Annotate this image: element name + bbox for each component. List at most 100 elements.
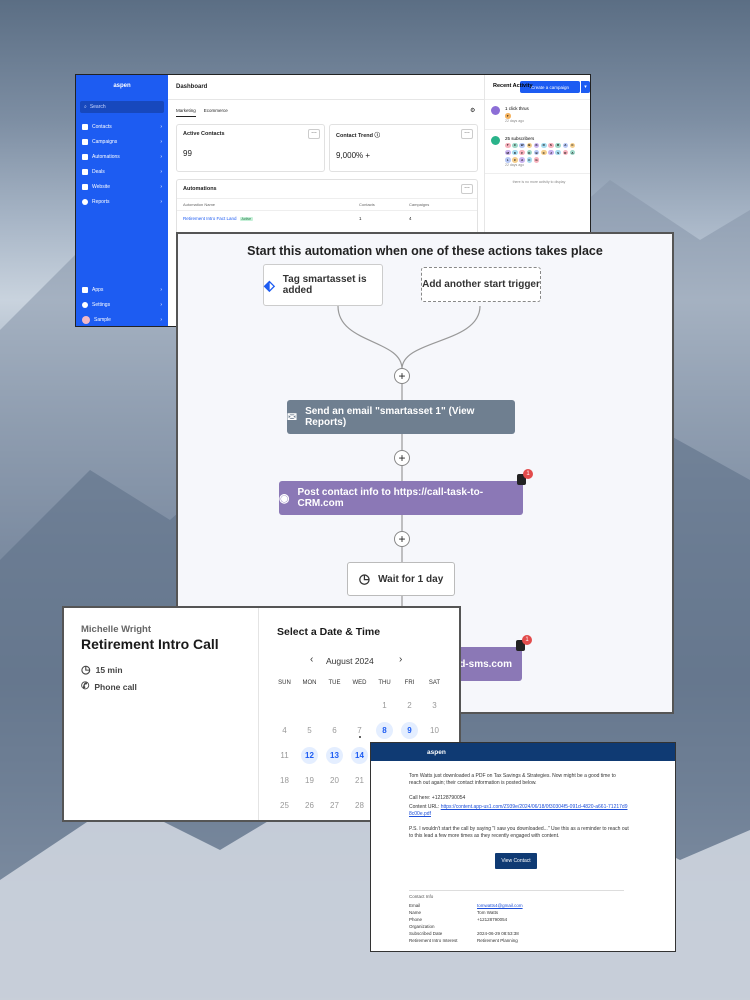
sidebar: aspen ⌕ Search Contacts› Campaigns› Auto… (76, 75, 168, 326)
unavailable-day: 11 (280, 751, 289, 760)
location-label: Phone call (94, 681, 137, 692)
letter-avatar: S (548, 142, 554, 149)
webhook-step[interactable]: ◉ Post contact info to https://call-task… (279, 481, 523, 515)
nav-label: Sample (94, 316, 111, 323)
contacts-count: 1 (359, 216, 362, 221)
letter-avatar: A (519, 156, 525, 163)
sidebar-item-campaigns[interactable]: Campaigns› (76, 134, 168, 149)
available-day[interactable]: 13 (326, 747, 343, 764)
available-day[interactable]: 12 (301, 747, 318, 764)
activity-time: 22 days ago (505, 162, 525, 167)
contact-trend-value: 9,000% + (336, 151, 371, 160)
empty-day (326, 697, 343, 714)
letter-avatar: C (512, 142, 518, 149)
sidebar-item-settings[interactable]: Settings› (76, 297, 168, 312)
notes-badge[interactable]: 1 (517, 469, 533, 488)
add-start-trigger-button[interactable]: Add another start trigger (421, 267, 541, 302)
sidebar-item-contacts[interactable]: Contacts › (76, 119, 168, 134)
sidebar-item-deals[interactable]: Deals› (76, 164, 168, 179)
letter-avatar: K (526, 149, 533, 156)
automation-name-link[interactable]: Retirement Intro Fact Land (183, 216, 237, 221)
add-step-button[interactable]: + (394, 368, 410, 384)
email-notification: aspen Tom Watts just downloaded a PDF on… (370, 742, 676, 952)
letter-avatar: J (548, 149, 554, 156)
tab-ecommerce[interactable]: Ecommerce (203, 108, 228, 113)
chevron-down-icon[interactable]: ▾ (581, 81, 590, 93)
unavailable-day: 2 (407, 701, 412, 710)
gear-icon[interactable]: ⚙ (470, 108, 476, 114)
activity-item[interactable]: 1 click thrus T 22 days ago (485, 99, 590, 129)
unavailable-day: 21 (355, 776, 364, 785)
apps-icon (82, 286, 88, 293)
chevron-right-icon: › (160, 123, 162, 130)
website-icon (82, 183, 88, 190)
envelope-icon: ✉ (287, 410, 298, 424)
duration-label: 15 min (95, 664, 123, 675)
next-month-button[interactable]: › (399, 654, 403, 665)
weekday-header: TUE (328, 680, 341, 686)
trigger-node[interactable]: ⬖ Tag smartasset is added (263, 264, 383, 306)
active-contacts-value: 99 (183, 149, 192, 158)
sidebar-item-reports[interactable]: Reports› (76, 194, 168, 209)
letter-avatar: D (512, 149, 518, 156)
wait-step[interactable]: ◷ Wait for 1 day (347, 562, 455, 596)
more-options-icon[interactable]: … (308, 129, 320, 139)
unavailable-day: 27 (330, 801, 339, 810)
add-step-button[interactable]: + (394, 450, 410, 466)
card-title: Automations (183, 186, 217, 192)
clock-icon: ◷ (81, 664, 91, 676)
search-input[interactable]: ⌕ Search (80, 101, 164, 113)
unavailable-day: 4 (282, 726, 287, 735)
nav-label: Website (92, 183, 110, 190)
sidebar-item-website[interactable]: Website› (76, 179, 168, 194)
automation-heading: Start this automation when one of these … (247, 244, 603, 258)
unavailable-day: 6 (332, 726, 337, 735)
location: ✆Phone call (81, 681, 137, 692)
page-title: Dashboard (168, 75, 484, 100)
create-campaign-button[interactable]: Create a campaign (520, 81, 580, 93)
table-row[interactable]: Retirement Intro Fact Land Active 1 4 (177, 210, 477, 226)
available-day[interactable]: 8 (376, 722, 393, 739)
unavailable-day: 3 (432, 701, 437, 710)
weekday-header: THU (378, 680, 391, 686)
unavailable-day: 26 (305, 801, 314, 810)
sidebar-item-automations[interactable]: Automations› (76, 149, 168, 164)
available-day[interactable]: 9 (401, 722, 418, 739)
nav-label: Contacts (92, 123, 112, 130)
gear-icon (82, 301, 88, 308)
envelope-icon (491, 135, 500, 145)
letter-avatar: S (555, 149, 561, 156)
nav-label: Settings (92, 301, 111, 308)
more-options-icon[interactable]: … (461, 129, 473, 139)
tab-marketing[interactable]: Marketing (176, 108, 196, 117)
nav-label: Apps (92, 286, 104, 293)
letter-avatar: T (505, 142, 511, 149)
contact-info-title: Contact Info (409, 894, 434, 899)
send-email-step[interactable]: ✉ Send an email "smartasset 1" (View Rep… (287, 400, 515, 434)
card-title: Contact Trend (336, 133, 373, 139)
notes-badge[interactable]: 1 (516, 635, 532, 654)
click-icon (491, 106, 500, 115)
unavailable-day: 10 (430, 726, 439, 735)
email-ps: P.S. I wouldn't start the call by saying… (409, 826, 629, 839)
month-label: August 2024 (326, 656, 374, 666)
chevron-right-icon: › (160, 286, 162, 293)
sidebar-item-account[interactable]: Sample› (76, 312, 168, 326)
unavailable-day: 20 (330, 776, 339, 785)
email-link[interactable]: tomwatts4@gmail.com (477, 903, 523, 908)
add-step-button[interactable]: + (394, 531, 410, 547)
previous-month-button[interactable]: ‹ (310, 654, 314, 665)
weekday-header: WED (352, 680, 367, 686)
unavailable-day: 1 (382, 701, 387, 710)
view-contact-button[interactable]: View Contact (495, 853, 537, 869)
nav-label: Automations (92, 153, 120, 160)
content-url-link[interactable]: https://content.app-us1.com/Z939e/2024/0… (409, 804, 628, 817)
sidebar-item-apps[interactable]: Apps › (76, 282, 168, 297)
available-day[interactable]: 14 (351, 747, 368, 764)
weekday-header: SUN (278, 680, 291, 686)
more-options-icon[interactable]: … (461, 184, 473, 194)
